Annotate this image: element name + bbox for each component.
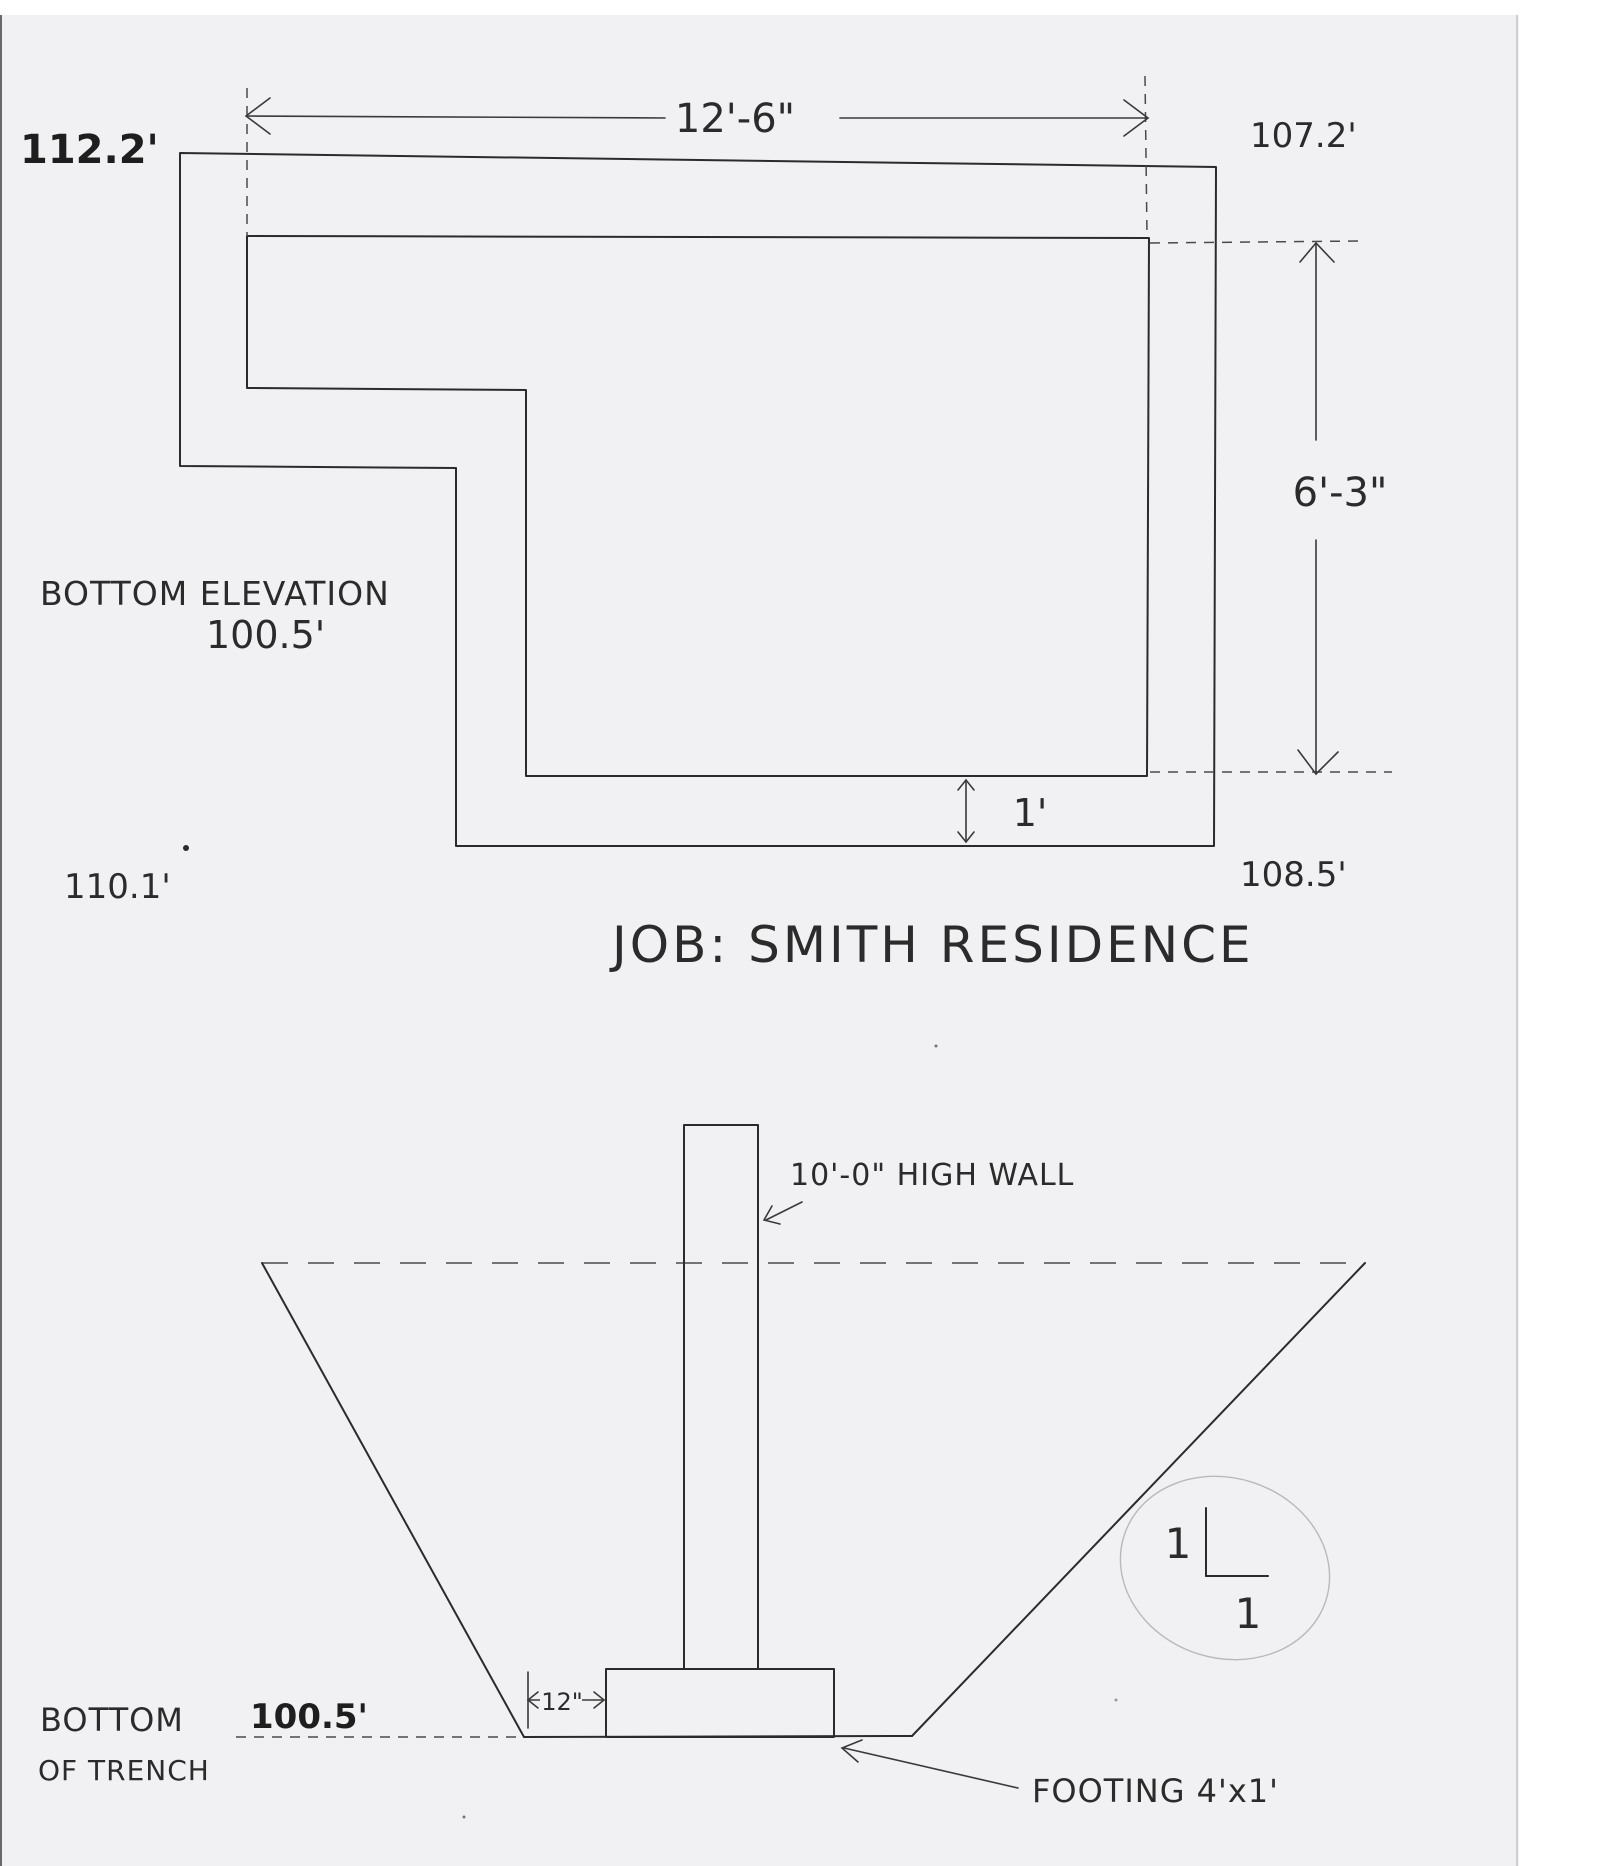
paper-sheet (0, 15, 1519, 1866)
footing-label: FOOTING 4'x1' (1032, 1772, 1279, 1810)
trench-slope-left (261, 1262, 525, 1738)
corner-elevation-bottom-right: 108.5' (1240, 855, 1347, 895)
plan-offset-arrow-bottom-icon (957, 831, 975, 844)
slope-indicator-circle (1119, 1475, 1331, 1661)
plan-extension-line-top (1149, 240, 1361, 244)
plan-height-arrow-bottom-icon (1297, 749, 1339, 776)
footing-offset-dimension: 12" (541, 1688, 583, 1716)
section-view: 12" 10'-0" HIGH WALL FOOTING 4'x1' BOTTO… (38, 1124, 1366, 1810)
plan-view: 12'-6" 6'-3" 1' 112.2' 107.2' 110.1' 108… (20, 75, 1392, 907)
corner-elevation-top-right: 107.2' (1250, 116, 1357, 156)
plan-inner-outline (246, 235, 1150, 777)
pencil-dot (183, 845, 189, 851)
corner-elevation-bottom-left: 110.1' (64, 867, 171, 907)
footing (605, 1668, 835, 1738)
stray-mark (1114, 1698, 1118, 1702)
wall-label: 10'-0" HIGH WALL (790, 1158, 1074, 1193)
footing-leader-arrow-icon (840, 1739, 863, 1763)
wall-leader-arrow-icon (762, 1205, 781, 1225)
plan-width-arrow-right-icon (1123, 99, 1150, 137)
footing-offset-arrow-left-icon (526, 1691, 539, 1709)
job-title: JOB: SMITH RESIDENCE (609, 916, 1254, 974)
stray-mark (934, 1044, 938, 1048)
plan-width-dim-line-left (246, 115, 666, 119)
slope-rise-value: 1 (1165, 1519, 1192, 1568)
paper-edge (1516, 15, 1518, 1866)
plan-width-dimension: 12'-6" (675, 96, 795, 142)
plan-extension-line-right (1144, 75, 1148, 237)
trench-label-line2: OF TRENCH (38, 1754, 210, 1787)
plan-height-dimension: 6'-3" (1293, 470, 1388, 516)
slope-run-value: 1 (1235, 1589, 1262, 1638)
trench-slope-right (911, 1262, 1366, 1737)
bottom-elevation-label: BOTTOM ELEVATION (40, 574, 390, 613)
plan-offset-dimension: 1' (1013, 791, 1048, 835)
plan-outer-outline (179, 152, 1217, 847)
plan-offset-arrow-top-icon (957, 778, 975, 791)
footing-leader-line (843, 1747, 1019, 1789)
bottom-elevation-value: 100.5' (206, 613, 325, 657)
plan-height-arrow-top-icon (1299, 241, 1335, 263)
stray-mark (462, 1815, 466, 1819)
corner-elevation-top-left: 112.2' (20, 127, 159, 173)
footing-offset-arrow-right-icon (593, 1691, 606, 1709)
trench-elevation: 100.5' (250, 1697, 368, 1737)
plan-width-arrow-left-icon (244, 97, 271, 135)
wall-leader-line (765, 1201, 803, 1221)
trench-label-line1: BOTTOM (40, 1701, 184, 1739)
wall (683, 1124, 759, 1670)
